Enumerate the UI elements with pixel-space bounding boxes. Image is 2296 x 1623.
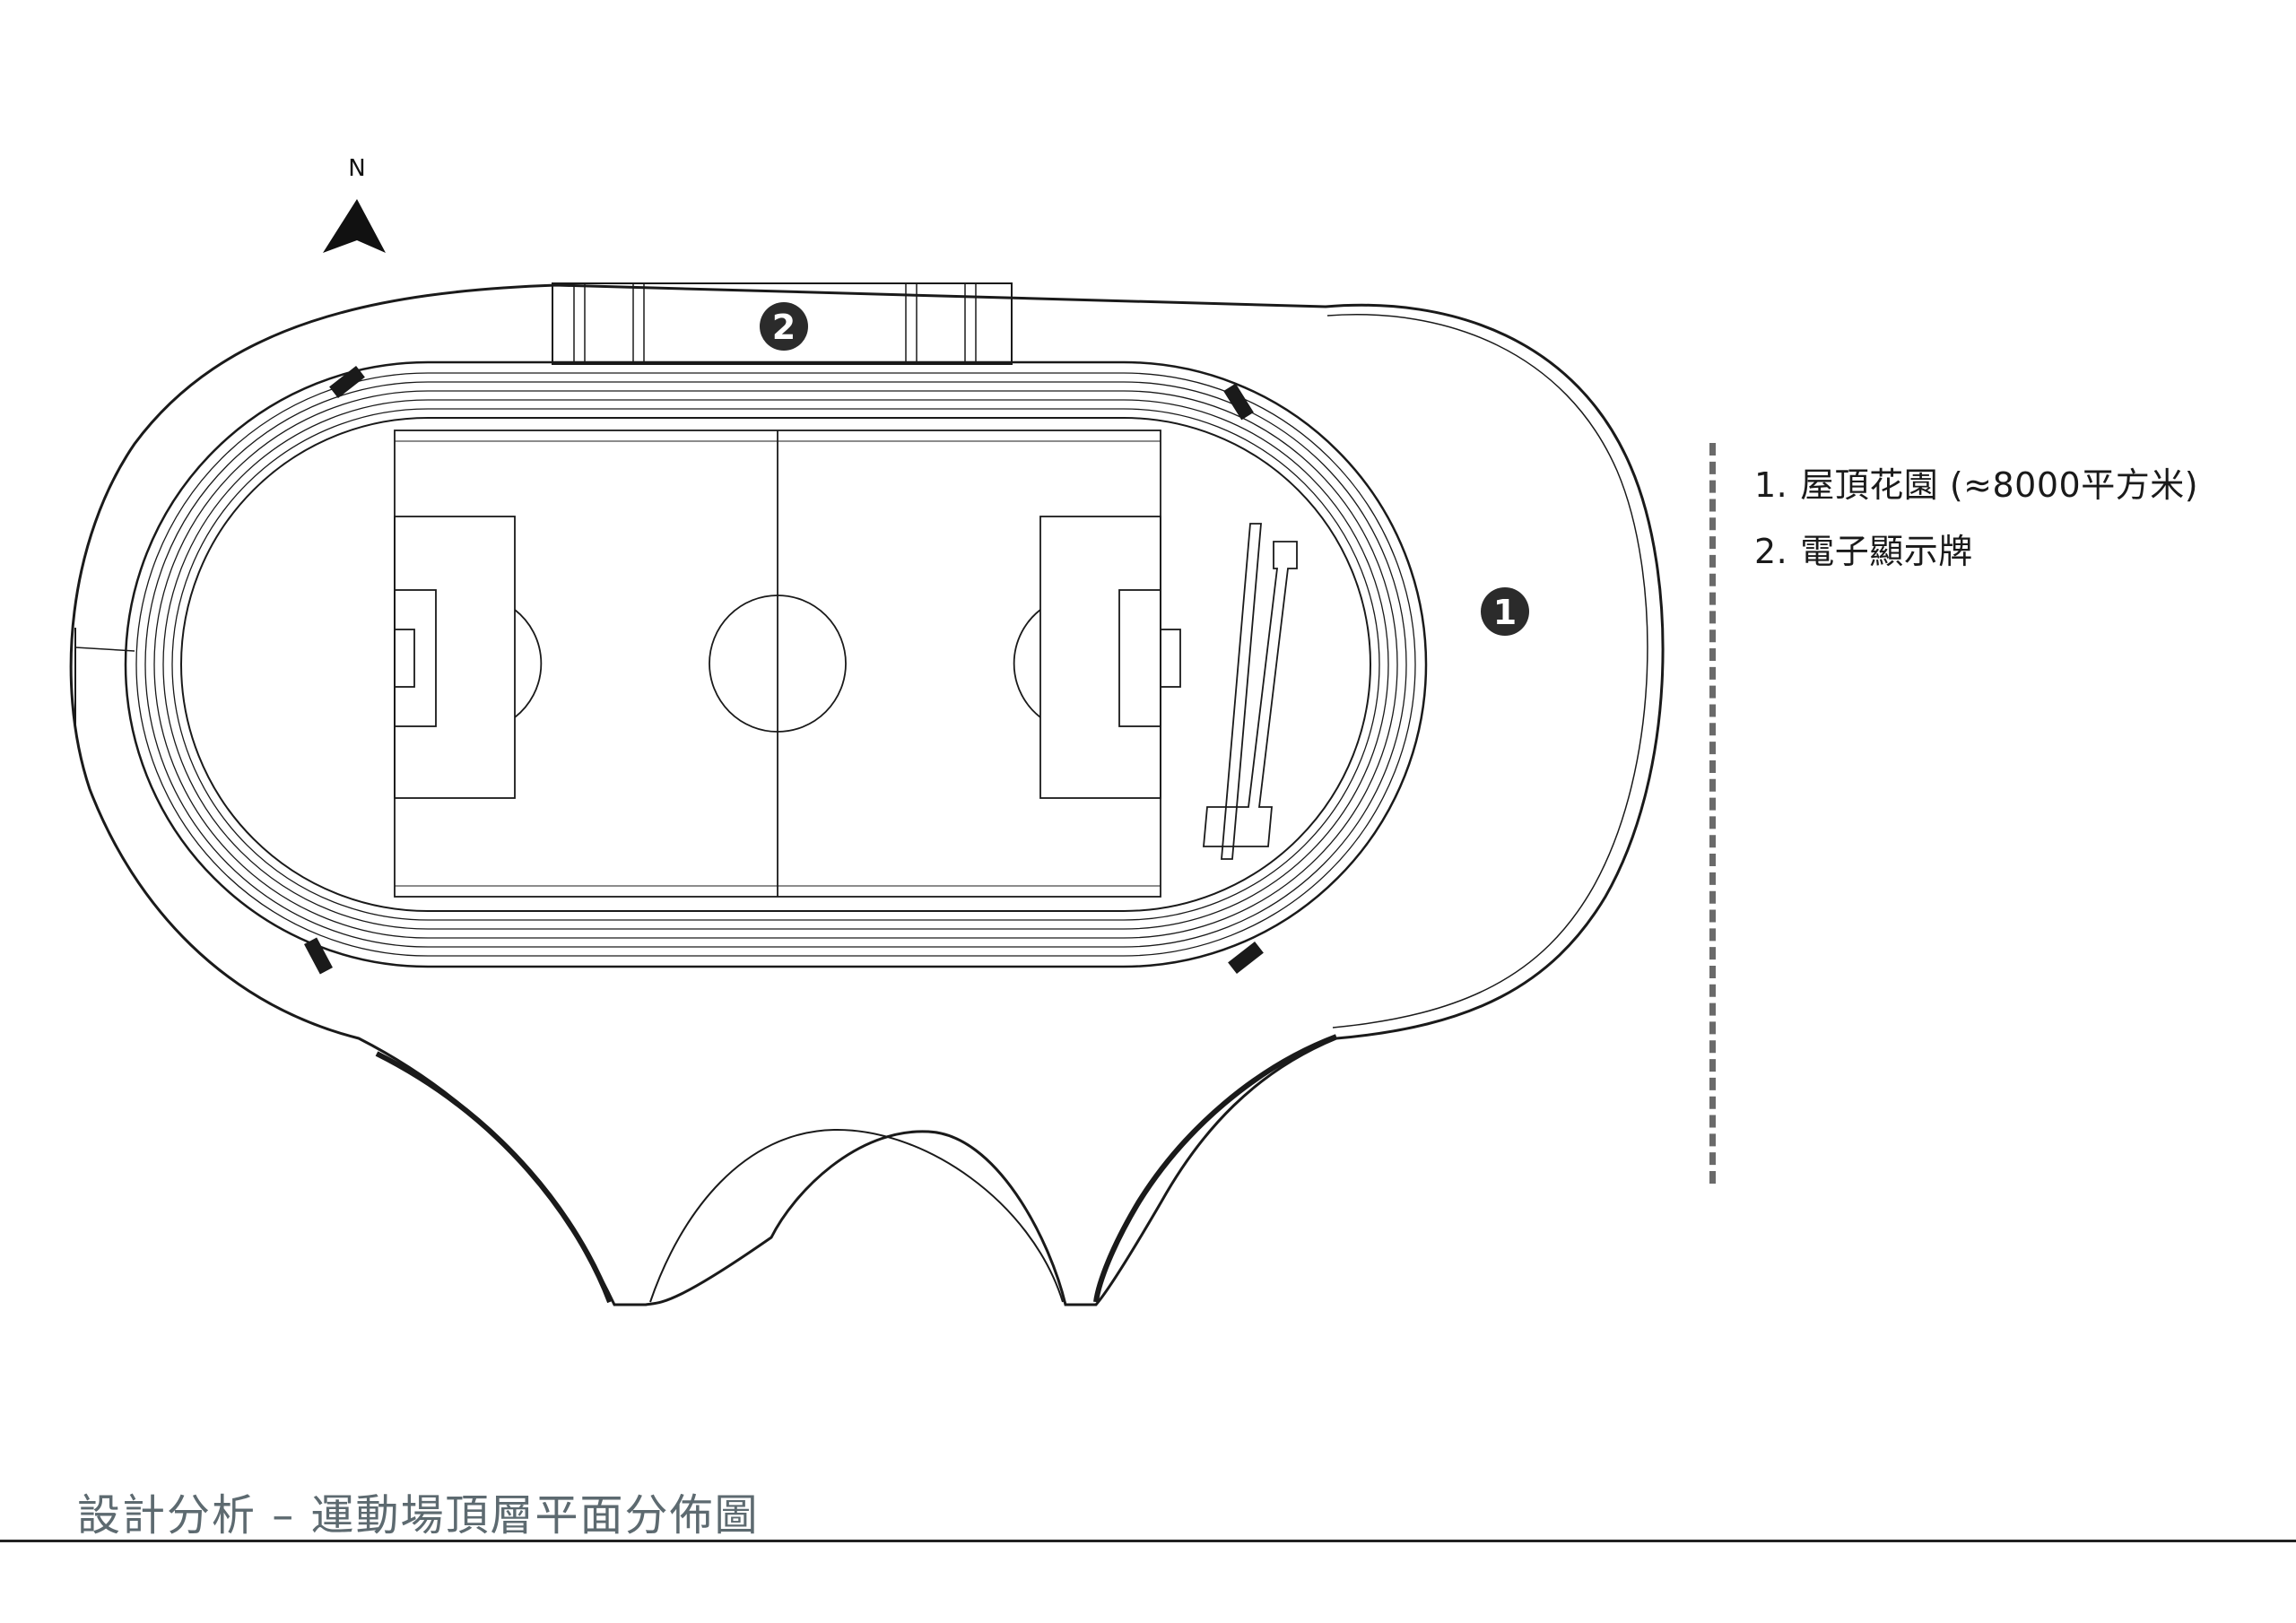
- north-label: N: [348, 155, 365, 182]
- marker-2: 2: [760, 302, 808, 351]
- south-west-wing-edge: [375, 1051, 613, 1304]
- building-outline: [69, 283, 1665, 1306]
- legend-item-number: 2.: [1754, 532, 1788, 571]
- south-east-wing-edge: [1093, 1034, 1338, 1303]
- legend-item-roof-garden: 1. 屋頂花園 (≈8000平方米): [1754, 457, 2198, 507]
- marker-2-label: 2: [772, 308, 796, 347]
- marker-2-circle: [760, 302, 808, 351]
- legend-divider: [1709, 443, 1716, 1184]
- legend-item-scoreboard: 2. 電子顯示牌: [1754, 524, 1973, 573]
- north-arrow: N: [323, 155, 386, 253]
- building-inner-outline: [1326, 314, 1648, 1028]
- legend-item-text: 屋頂花園 (≈8000平方米): [1800, 465, 2199, 505]
- marker-1-circle: [1481, 587, 1529, 636]
- floodlight-masts: [304, 365, 1264, 975]
- football-pitch: [394, 430, 1181, 898]
- legend: 1. 屋頂花園 (≈8000平方米) 2. 電子顯示牌: [1709, 443, 2248, 1184]
- building-west-tick: [74, 647, 135, 652]
- page-title: 設計分析 – 運動場頂層平面分佈圖: [77, 1490, 760, 1541]
- south-arch: [649, 1128, 1064, 1303]
- footer-divider: [0, 1540, 2296, 1542]
- north-entrance: [552, 282, 1013, 365]
- marker-1-label: 1: [1493, 593, 1517, 632]
- legend-item-text: 電子顯示牌: [1800, 532, 1973, 571]
- marker-1: 1: [1481, 587, 1529, 636]
- north-arrow-icon: [323, 199, 386, 253]
- legend-item-number: 1.: [1754, 465, 1788, 505]
- scoreboard-structure: [1203, 523, 1298, 860]
- running-track: [124, 360, 1428, 968]
